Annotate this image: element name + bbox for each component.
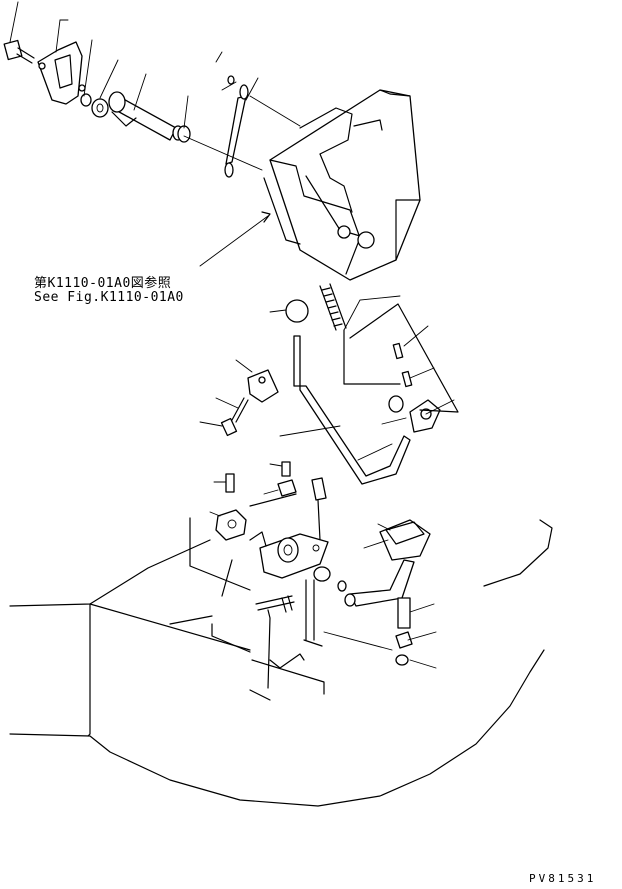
leader-lines-top xyxy=(9,1,259,129)
valve-housing xyxy=(263,89,421,281)
pedal-washer xyxy=(395,654,437,669)
washer-small xyxy=(80,93,92,107)
lever-arm xyxy=(343,329,441,433)
pivot-block-left xyxy=(209,509,247,541)
collar xyxy=(313,566,331,582)
clamp-bracket xyxy=(235,359,279,403)
leader-pedal-lower xyxy=(323,631,393,651)
leader-spring xyxy=(343,295,401,331)
pedal-arm xyxy=(337,559,415,607)
reference-arrow-line xyxy=(199,215,269,267)
pedal-base-bracket xyxy=(249,531,329,579)
alignment-lines xyxy=(189,493,325,695)
leader-lines-right xyxy=(381,325,455,425)
stud-left xyxy=(213,473,235,493)
leader-ball xyxy=(269,309,287,313)
pedal-shaft-bolt xyxy=(255,595,295,613)
bolt-top-left xyxy=(3,39,35,64)
reference-arrowhead xyxy=(261,211,271,223)
nut-center xyxy=(263,479,297,497)
pedal-nut xyxy=(395,631,437,649)
linkage-plate xyxy=(349,303,459,413)
axis-line-pin xyxy=(183,135,263,171)
pin-long xyxy=(108,91,184,141)
axis-line-spring xyxy=(249,95,301,127)
drawing-code: PV81531 xyxy=(529,872,597,885)
bracket-plate xyxy=(37,41,86,105)
pedal-pad xyxy=(363,519,431,561)
return-spring xyxy=(319,283,347,331)
lever-rod xyxy=(279,335,411,485)
bolt-center xyxy=(311,477,327,541)
spring-rod xyxy=(224,75,249,178)
stud-center xyxy=(269,461,291,477)
cab-floor-outline xyxy=(9,519,553,807)
ball-knob xyxy=(285,299,309,323)
bushing xyxy=(91,98,109,118)
reference-note-english: See Fig.K1110-01A0 xyxy=(34,290,184,305)
clamp-bolt xyxy=(199,397,249,437)
pedal-bolt xyxy=(397,597,435,629)
reference-note-japanese: 第K1110-01A0図参照 xyxy=(34,276,172,291)
